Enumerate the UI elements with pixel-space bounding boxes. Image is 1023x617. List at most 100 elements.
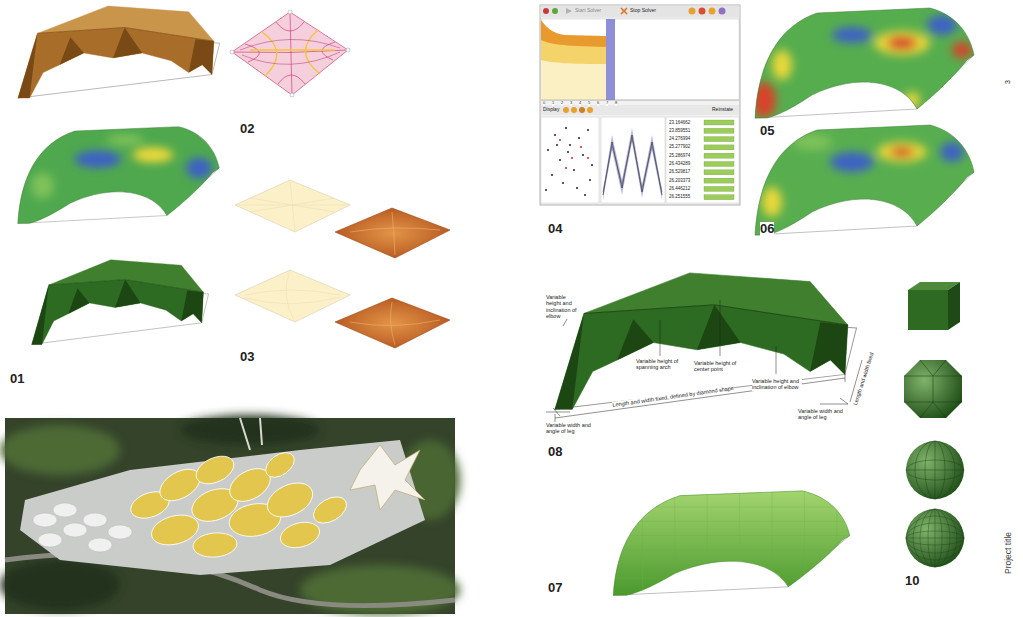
- heatmap-shell: [752, 122, 982, 242]
- heatmap-shell: [755, 8, 974, 118]
- axis-tick: 3: [570, 101, 572, 106]
- solver-screenshot: [621, 8, 627, 14]
- solver-screenshot: [567, 151, 569, 153]
- heatmap-shell: [752, 5, 982, 125]
- heatmap-shell: [887, 36, 917, 50]
- aerial-rendering: [20, 440, 425, 575]
- aerial-rendering: [192, 451, 238, 490]
- aerial-rendering: [63, 523, 87, 537]
- solver-screenshot: [552, 8, 558, 14]
- force-diamond: [230, 10, 350, 97]
- heatmap-shell: [75, 150, 121, 168]
- toolbar-button: Start Solver: [575, 8, 601, 14]
- toolbar-button: Stop Solver: [630, 8, 656, 14]
- axis-tick: 5: [588, 101, 590, 106]
- axis-tick: 7: [606, 101, 608, 106]
- aerial-rendering: [309, 491, 351, 528]
- force-diamond: [232, 12, 348, 95]
- aerial-rendering: [38, 533, 62, 547]
- aerial-rendering: [192, 531, 238, 559]
- solver-screenshot: [699, 8, 706, 15]
- callout-number: 01: [10, 372, 24, 387]
- primitive-shapes: [906, 509, 964, 567]
- folded-roof: [18, 6, 220, 98]
- solver-screenshot: [579, 107, 585, 113]
- heatmap-shell: [792, 134, 832, 150]
- solver-screenshot: [587, 129, 589, 131]
- heatmap-shell: [752, 5, 982, 125]
- callout-number: 03: [240, 350, 254, 365]
- annotation: Variable width and angle of leg: [798, 408, 850, 421]
- solver-screenshot: [719, 8, 726, 15]
- heatmap-shell: [772, 50, 792, 80]
- annotation: Variable height and inclination of elbow: [546, 294, 578, 319]
- annotation: Variable height and inclination of elbow: [752, 378, 802, 391]
- aerial-rendering: [53, 503, 77, 517]
- primitive-shapes: [948, 282, 960, 330]
- fitness-value: 24.276994: [669, 136, 690, 141]
- axis-tick: 8: [615, 101, 617, 106]
- solver-screenshot: [580, 146, 582, 148]
- smooth-vault: [642, 488, 836, 602]
- force-diamond: [346, 48, 350, 52]
- panel-label: Reinstate: [712, 107, 733, 113]
- primitive-shapes: [908, 290, 948, 330]
- aerial-rendering: [0, 560, 120, 610]
- solver-screenshot: [704, 178, 734, 183]
- heatmap-shell: [15, 124, 227, 230]
- stress-diamonds: [235, 270, 350, 322]
- annotation: Length and width fixed: [852, 352, 875, 406]
- heatmap-shell: [755, 125, 974, 235]
- annotation: Length and width fixed, defined by diamo…: [612, 385, 734, 408]
- solver-screenshot: [587, 157, 589, 159]
- primitive-shapes: [906, 441, 964, 499]
- aerial-rendering: [127, 448, 351, 559]
- page-number: 3: [1004, 80, 1012, 84]
- stress-diamonds: [235, 180, 450, 348]
- solver-screenshot: [541, 6, 740, 18]
- axis-tick: 2: [561, 101, 563, 106]
- solver-screenshot: [603, 128, 662, 200]
- solver-screenshot: [584, 194, 586, 196]
- solver-screenshot: [591, 164, 593, 166]
- solver-screenshot: [576, 187, 578, 189]
- solver-screenshot: [704, 128, 734, 133]
- heatmap-shell: [32, 172, 54, 198]
- fitness-value: 26.203373: [669, 178, 690, 183]
- heatmap-shell: [762, 187, 782, 217]
- solver-screenshot: [543, 8, 549, 14]
- callout-number: 04: [548, 222, 562, 237]
- primitive-shapes: [906, 509, 964, 567]
- solver-screenshot: [589, 179, 591, 181]
- heatmap-shell: [186, 157, 212, 178]
- dimension-lines: [546, 300, 862, 422]
- solver-screenshot: [566, 8, 572, 14]
- axis-tick: 6: [597, 101, 599, 106]
- stress-diamonds: [235, 180, 350, 232]
- solver-screenshot: [565, 167, 567, 169]
- solver-screenshot: [704, 120, 734, 200]
- panel-label: Display: [543, 107, 559, 113]
- axis-tick: 1: [552, 101, 554, 106]
- heatmap-shell: [15, 124, 227, 230]
- fitness-value: 26.251555: [669, 194, 690, 199]
- solver-screenshot: [603, 135, 662, 195]
- axis-tick: 4: [579, 101, 581, 106]
- solver-screenshot: [545, 127, 593, 196]
- dimension-lines: [660, 320, 661, 356]
- heatmap-shell: [904, 92, 920, 108]
- smooth-vault: [610, 507, 858, 578]
- aerial-rendering: [262, 476, 318, 523]
- dimension-lines: [546, 408, 570, 416]
- solver-screenshot: [547, 149, 549, 151]
- solver-screenshot: [666, 117, 739, 203]
- aerial-rendering: [0, 415, 460, 615]
- aerial-rendering: [240, 418, 262, 450]
- solver-screenshot: [603, 138, 662, 192]
- parametric-roof: [555, 273, 857, 409]
- running-title: Project title: [1004, 532, 1014, 574]
- solver-screenshot: [540, 5, 740, 205]
- solver-screenshot: [704, 120, 734, 125]
- smooth-vault: [610, 488, 858, 602]
- axis-tick: 0: [543, 101, 545, 106]
